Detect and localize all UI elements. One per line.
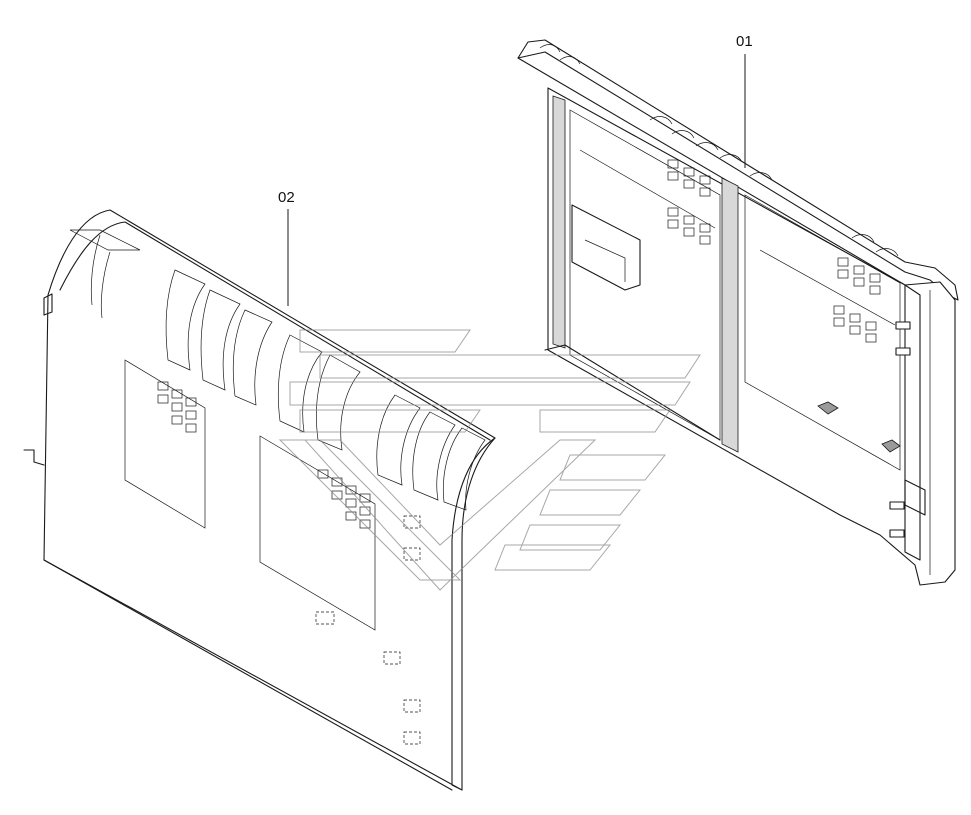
leader-lines xyxy=(287,54,746,306)
callout-02: 02 xyxy=(278,189,295,206)
watermark-logo xyxy=(278,329,701,591)
callout-01: 01 xyxy=(736,33,753,50)
part-02-outer-cover xyxy=(23,209,496,791)
part-01-inner-panel xyxy=(517,39,959,586)
